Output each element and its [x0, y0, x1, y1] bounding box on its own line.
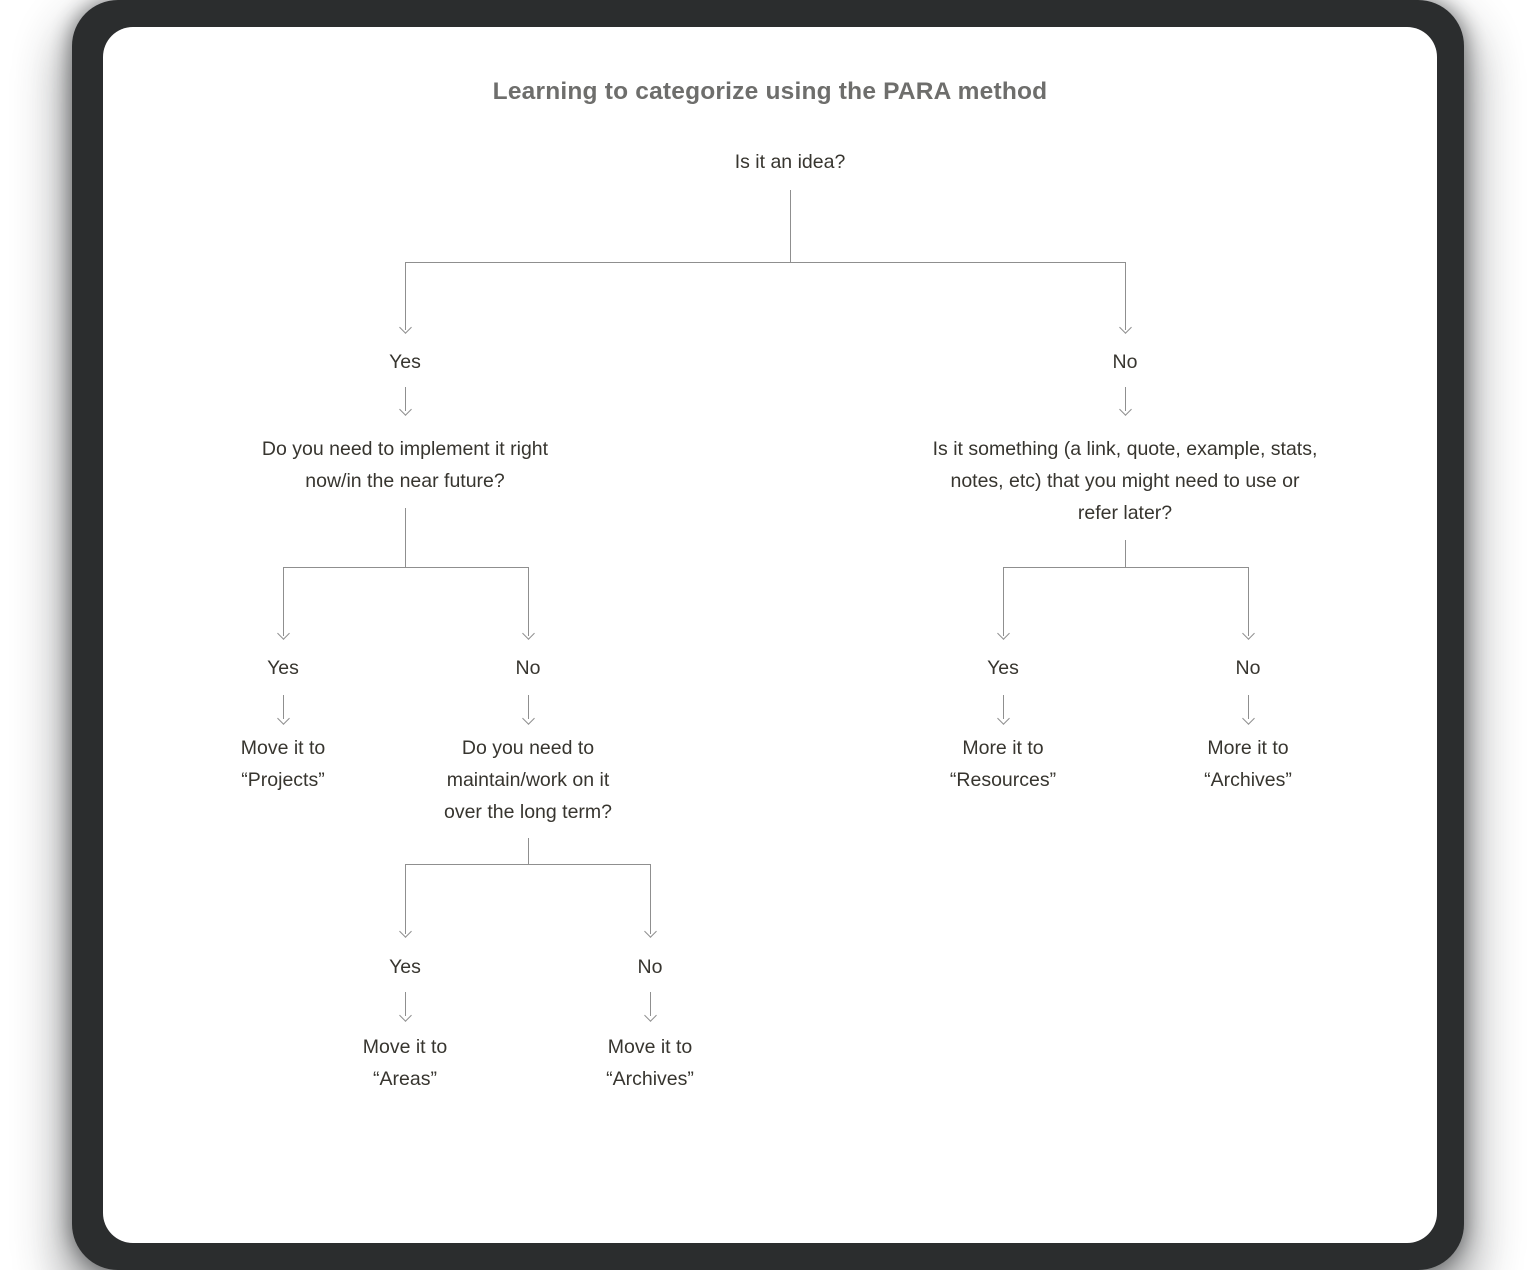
text-line: Yes	[267, 657, 299, 679]
text-line: Is it an idea?	[734, 151, 846, 173]
arrowhead-down-icon	[1241, 712, 1255, 725]
edge-reference-split	[1003, 567, 1248, 569]
text-line: over the long term?	[443, 801, 613, 823]
node-move-archives: Move it to “Archives”	[606, 1031, 694, 1095]
text-line: “Archives”	[606, 1068, 694, 1090]
edge-root-no	[1124, 262, 1126, 330]
arrowhead-down-icon	[1241, 627, 1255, 640]
text-line: More it to	[962, 737, 1044, 759]
text-line: Yes	[987, 657, 1019, 679]
edge-maintain-stem	[527, 838, 529, 865]
edge-maintain-split	[405, 864, 650, 866]
down-arrow-icon	[404, 992, 406, 1016]
arrowhead-down-icon	[643, 925, 657, 938]
text-line: No	[515, 657, 541, 679]
page-title: Learning to categorize using the PARA me…	[492, 78, 1048, 105]
edge-reference-yes	[1002, 567, 1004, 636]
arrowhead-down-icon	[398, 321, 412, 334]
node-yes-3: Yes	[987, 652, 1019, 684]
node-no-4: No	[638, 951, 663, 983]
arrowhead-down-icon	[643, 1009, 657, 1022]
text-line: “Archives”	[1204, 769, 1292, 791]
node-question-maintain: Do you need to maintain/work on it over …	[444, 732, 612, 828]
arrowhead-down-icon	[1118, 403, 1132, 416]
down-arrow-icon	[404, 387, 406, 411]
node-more-resources: More it to “Resources”	[950, 732, 1056, 796]
node-no-1: No	[1113, 346, 1138, 378]
text-line: Do you need to implement it right	[261, 438, 549, 460]
text-line: “Projects”	[241, 769, 325, 791]
node-yes-1: Yes	[389, 346, 421, 378]
text-line: No	[1235, 657, 1261, 679]
arrowhead-down-icon	[996, 712, 1010, 725]
whiteboard-card	[103, 27, 1437, 1243]
node-root-question: Is it an idea?	[735, 146, 846, 178]
text-line: No	[1112, 351, 1138, 373]
text-line: notes, etc) that you might need to use o…	[950, 470, 1300, 492]
node-no-3: No	[1236, 652, 1261, 684]
node-move-projects: Move it to “Projects”	[241, 732, 326, 796]
node-question-implement: Do you need to implement it right now/in…	[262, 433, 548, 497]
edge-root-stem	[789, 190, 791, 262]
text-line: More it to	[1207, 737, 1289, 759]
arrowhead-down-icon	[276, 712, 290, 725]
text-line: Move it to	[240, 737, 326, 759]
down-arrow-icon	[1002, 695, 1004, 719]
node-move-areas: Move it to “Areas”	[363, 1031, 448, 1095]
text-line: now/in the near future?	[305, 470, 505, 492]
text-line: Do you need to	[461, 737, 595, 759]
arrowhead-down-icon	[521, 712, 535, 725]
edge-maintain-yes	[404, 864, 406, 934]
down-arrow-icon	[282, 695, 284, 719]
edge-implement-no	[527, 567, 529, 636]
text-line: Yes	[389, 351, 421, 373]
edge-implement-stem	[404, 508, 406, 568]
text-line: Yes	[389, 956, 421, 978]
down-arrow-icon	[649, 992, 651, 1016]
edge-reference-no	[1247, 567, 1249, 636]
arrowhead-down-icon	[398, 925, 412, 938]
arrowhead-down-icon	[1118, 321, 1132, 334]
arrowhead-down-icon	[996, 627, 1010, 640]
edge-reference-stem	[1124, 540, 1126, 568]
down-arrow-icon	[527, 695, 529, 719]
edge-implement-split	[283, 567, 528, 569]
down-arrow-icon	[1247, 695, 1249, 719]
edge-implement-yes	[282, 567, 284, 636]
arrowhead-down-icon	[276, 627, 290, 640]
node-no-2: No	[516, 652, 541, 684]
text-line: No	[637, 956, 663, 978]
text-line: Move it to	[607, 1036, 693, 1058]
edge-root-yes	[404, 262, 406, 330]
down-arrow-icon	[1124, 387, 1126, 411]
arrowhead-down-icon	[521, 627, 535, 640]
edge-root-split	[405, 262, 1125, 264]
text-line: “Resources”	[949, 769, 1057, 791]
text-line: Is it something (a link, quote, example,…	[932, 438, 1318, 460]
text-line: refer later?	[1077, 502, 1173, 524]
arrowhead-down-icon	[398, 403, 412, 416]
arrowhead-down-icon	[398, 1009, 412, 1022]
edge-maintain-no	[649, 864, 651, 934]
node-yes-2: Yes	[267, 652, 299, 684]
node-more-archives: More it to “Archives”	[1204, 732, 1292, 796]
text-line: Move it to	[362, 1036, 448, 1058]
text-line: maintain/work on it	[446, 769, 610, 791]
node-question-reference: Is it something (a link, quote, example,…	[933, 433, 1318, 529]
text-line: “Areas”	[373, 1068, 437, 1090]
node-yes-4: Yes	[389, 951, 421, 983]
